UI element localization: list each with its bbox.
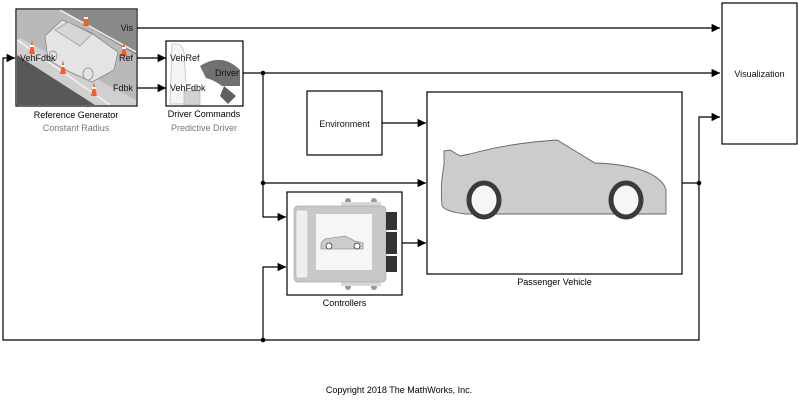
block-label-passenger-vehicle: Passenger Vehicle [517, 277, 592, 287]
port-vehref-in: VehRef [170, 53, 200, 63]
junction-dot [260, 70, 266, 76]
port-vehfdbk-in: VehFdbk [20, 53, 56, 63]
block-reference-generator[interactable]: VehFdbk Vis Ref Fdbk [15, 8, 138, 107]
port-vis-out: Vis [121, 23, 134, 33]
wire-feedback-to-controllers[interactable] [262, 262, 286, 340]
copyright-text: Copyright 2018 The MathWorks, Inc. [326, 385, 472, 395]
block-label-controllers: Controllers [323, 298, 367, 308]
wire-vehicle-to-visualization[interactable] [698, 112, 720, 183]
block-label-reference-generator: Reference Generator [34, 110, 119, 120]
driver-seat-icon [169, 43, 240, 105]
driver-icon-label: Driver [215, 68, 239, 78]
block-visualization[interactable]: Visualization [721, 2, 798, 145]
junction-dot [260, 337, 266, 343]
block-label-driver-commands: Driver Commands [168, 109, 241, 119]
block-label-environment: Environment [319, 119, 370, 129]
wire-driver-branch[interactable] [262, 73, 286, 222]
port-fdbk-out: Fdbk [113, 83, 134, 93]
block-controllers[interactable] [286, 191, 403, 296]
junction-dot [260, 180, 266, 186]
junction-dot [696, 180, 702, 186]
block-variant-reference-generator: Constant Radius [43, 123, 110, 133]
block-variant-driver-commands: Predictive Driver [171, 123, 237, 133]
wire-vehicle-feedback[interactable] [2, 53, 700, 341]
block-label-visualization: Visualization [734, 69, 784, 79]
road-cones-icon [17, 10, 136, 105]
block-environment[interactable]: Environment [306, 90, 383, 156]
car-icon [440, 139, 667, 220]
port-vehfdbk-in: VehFdbk [170, 83, 206, 93]
wires [2, 23, 720, 343]
port-ref-out: Ref [119, 53, 134, 63]
block-driver-commands[interactable]: VehRef VehFdbk Driver [165, 40, 244, 107]
block-passenger-vehicle[interactable] [426, 91, 683, 275]
ecu-icon [293, 198, 397, 290]
